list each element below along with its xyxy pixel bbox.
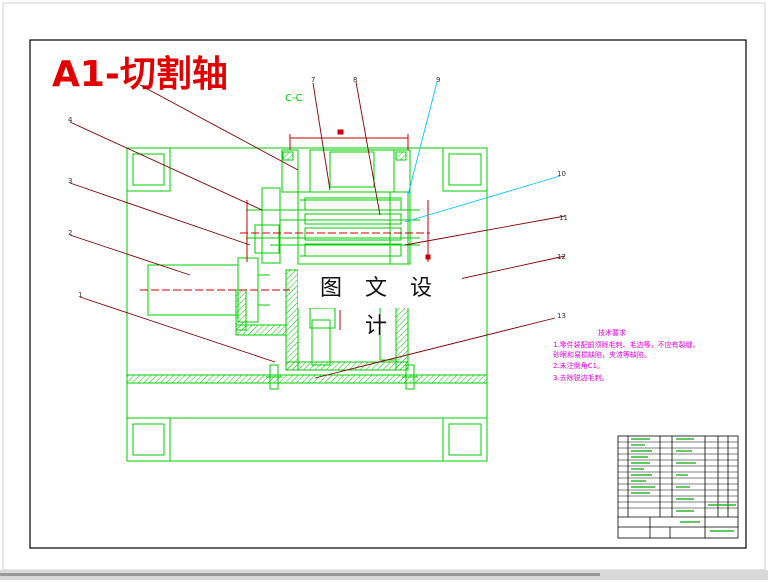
drawing-border	[29, 39, 747, 549]
bottom-scroll-strip	[0, 570, 768, 580]
base-rail	[126, 374, 488, 384]
part-number-3: 3	[68, 177, 72, 185]
watermark-backdrop	[298, 270, 462, 308]
drawing-title: A1-切割轴	[52, 54, 228, 95]
tech-req-line-1: 1.零件装配前须除毛刺、毛边等，不应有裂缝、	[553, 340, 700, 349]
title-block-rows	[618, 441, 738, 509]
support-wall-left	[285, 269, 299, 371]
horizontal-scrollbar[interactable]	[0, 573, 600, 576]
part-number-9: 9	[436, 76, 440, 84]
leader-lines	[69, 81, 566, 379]
part-number-11: 11	[559, 214, 568, 222]
dimension-lines	[246, 129, 431, 330]
part-number-10: 10	[557, 170, 566, 178]
part-number-4: 4	[68, 116, 73, 124]
tech-req-line-3: 2.未注倒角C1。	[553, 361, 604, 370]
tech-req-line-2: 砂眼和易损缺陷，夹渣等缺陷。	[553, 350, 651, 359]
title-block-entries	[631, 438, 736, 532]
part-number-1: 1	[78, 291, 82, 299]
watermark: 图 文 设 计	[320, 276, 440, 339]
tech-req-heading: 技术要求	[598, 328, 626, 337]
part-number-13: 13	[557, 312, 566, 320]
part-number-8: 8	[353, 76, 357, 84]
support-bottom	[285, 361, 409, 371]
tech-req-line-4: 3.去除锐边毛刺。	[553, 373, 609, 382]
leader-lines-cyan	[404, 81, 561, 223]
support-wall-right	[395, 299, 409, 371]
title-block	[617, 435, 739, 539]
part-number-2: 2	[68, 229, 72, 237]
shaft	[246, 199, 420, 257]
section-label: C-C	[285, 93, 303, 104]
part-number-12: 12	[557, 253, 566, 261]
anchor-bolts	[266, 151, 418, 390]
part-number-7: 7	[311, 76, 315, 84]
